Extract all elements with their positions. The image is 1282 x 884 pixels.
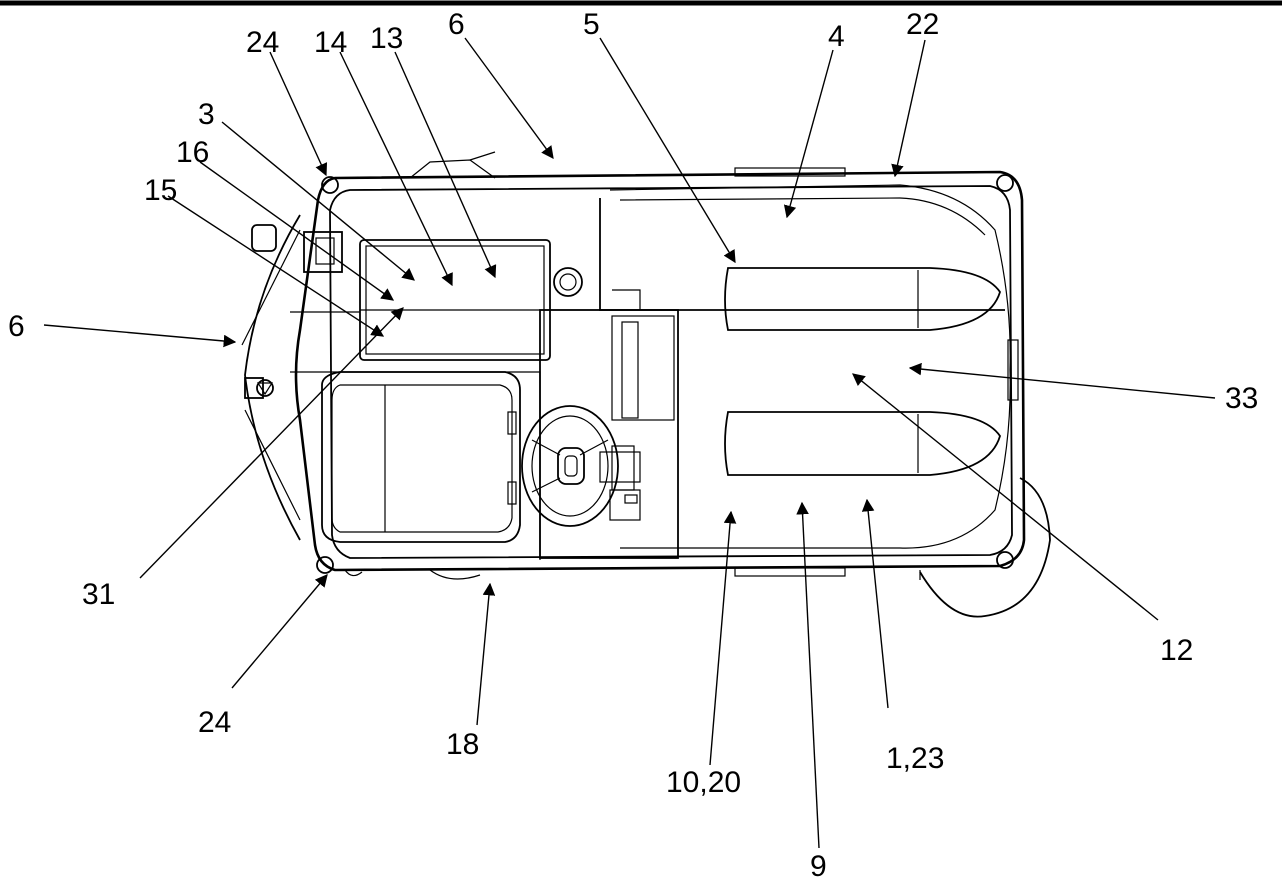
machine-body [241,151,1051,618]
callout-24-bottom: 24 [198,706,231,739]
callout-16: 16 [176,136,209,169]
callout-3: 3 [198,98,215,131]
callout-6-left: 6 [8,310,25,343]
callout-1-23: 1,23 [886,742,944,775]
leader-lines [43,37,1216,849]
callout-14: 14 [314,26,347,59]
callout-15: 15 [144,174,177,207]
callout-33: 33 [1225,382,1258,415]
callout-5: 5 [583,8,600,41]
callout-24-top: 24 [246,26,279,59]
callout-13: 13 [370,22,403,55]
callout-4: 4 [828,20,845,53]
callout-labels: 24 14 13 6 5 4 22 3 16 15 6 33 31 12 24 … [8,8,1258,883]
callout-18: 18 [446,728,479,761]
callout-31: 31 [82,578,115,611]
callout-12: 12 [1160,634,1193,667]
callout-22: 22 [906,8,939,41]
callout-10-20: 10,20 [666,766,741,799]
callout-6-top: 6 [448,8,465,41]
callout-9: 9 [810,850,827,883]
